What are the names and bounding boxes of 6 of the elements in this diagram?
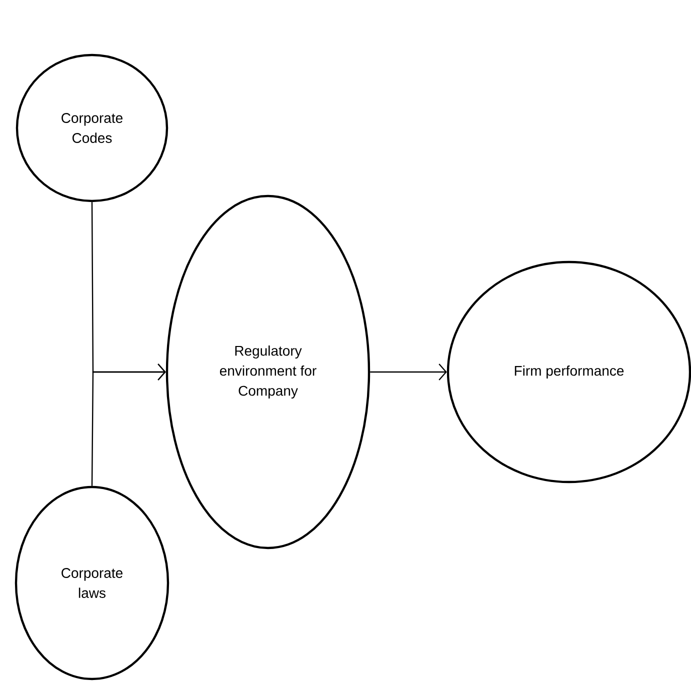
ellipse-node: Corporate Codes [16,54,168,202]
arrow [370,364,447,380]
ellipse-node: Firm performance [446,260,691,484]
ellipse-node: Corporate laws [14,486,170,680]
arrow [91,364,166,486]
ellipse-node: Regulatory environment for Company [166,194,370,550]
